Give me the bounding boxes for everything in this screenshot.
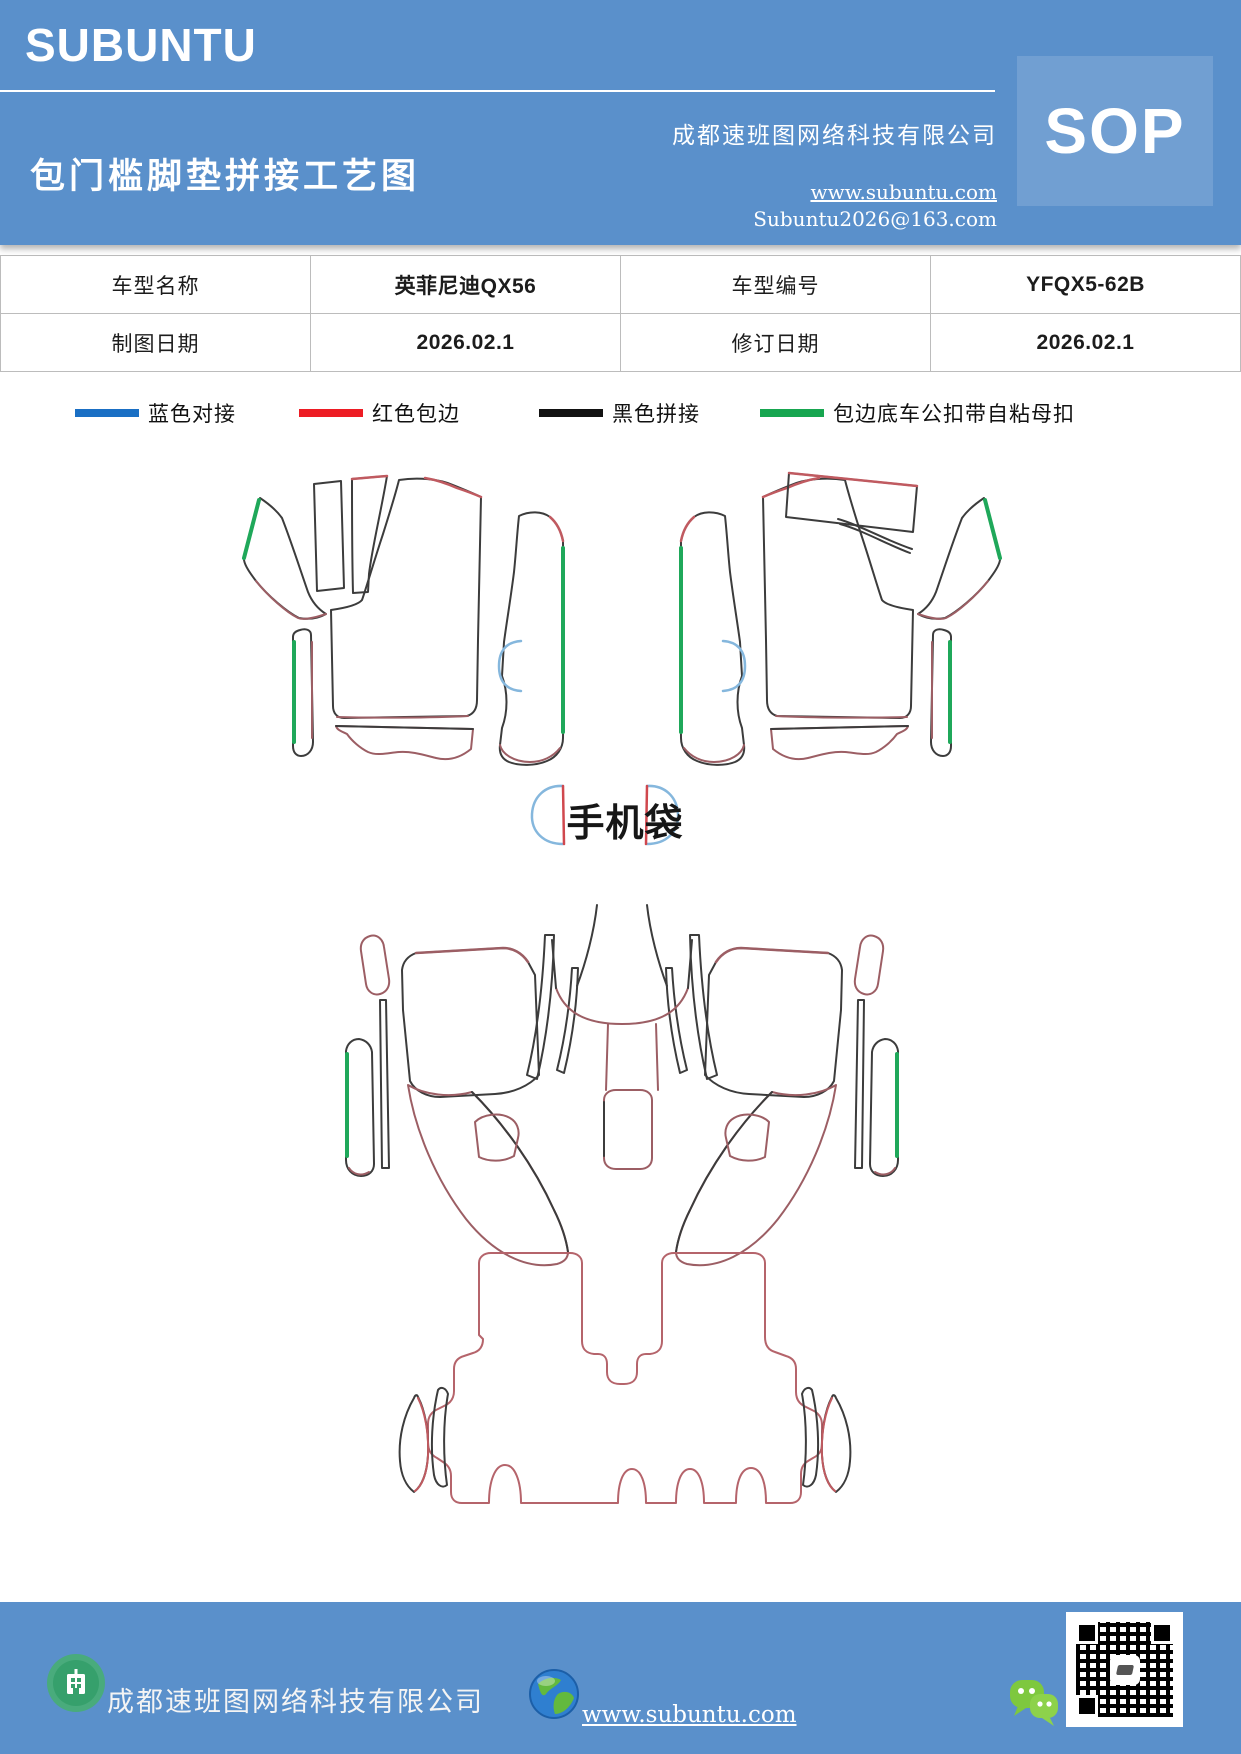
revise-date-value: 2026.02.1 (930, 313, 1241, 372)
page-title: 包门槛脚垫拼接工艺图 (30, 157, 421, 196)
trunk-mat (398, 1252, 852, 1504)
black-line-swatch (539, 409, 603, 417)
header-divider (0, 90, 995, 92)
vehicle-name-label: 车型名称 (0, 255, 311, 314)
qr-finder-top-left (1076, 1622, 1098, 1644)
blue-line-swatch (75, 409, 139, 417)
vehicle-code-label: 车型编号 (620, 255, 931, 314)
qr-center-logo (1110, 1655, 1140, 1685)
info-table: 车型名称 英菲尼迪QX56 车型编号 YFQX5-62B 制图日期 2026.0… (0, 255, 1241, 372)
vehicle-name-value: 英菲尼迪QX56 (310, 255, 621, 314)
legend-item-black: 黑色拼接 (539, 398, 700, 428)
front-left-mat (242, 474, 566, 767)
header-company-name: 成都速班图网络科技有限公司 (672, 123, 997, 148)
table-row: 制图日期 2026.02.1 修订日期 2026.02.1 (0, 313, 1241, 372)
front-right-mat (678, 471, 1002, 767)
qr-code (1066, 1612, 1183, 1727)
green-line-swatch (760, 409, 824, 417)
red-line-swatch (299, 409, 363, 417)
table-row: 车型名称 英菲尼迪QX56 车型编号 YFQX5-62B (0, 255, 1241, 314)
qr-finder-top-right (1151, 1622, 1173, 1644)
building-icon (47, 1654, 105, 1712)
draw-date-value: 2026.02.1 (310, 313, 621, 372)
legend-item-red: 红色包边 (299, 398, 460, 428)
legend: 蓝色对接 红色包边 黑色拼接 包边底车公扣带自粘母扣 (0, 398, 1241, 438)
qr-finder-bottom-left (1076, 1695, 1098, 1717)
legend-item-green: 包边底车公扣带自粘母扣 (760, 398, 1075, 428)
phone-bag-pieces (530, 784, 680, 846)
sop-badge: SOP (1017, 56, 1213, 206)
footer: 成都速班图网络科技有限公司 www.subuntu.com (0, 1602, 1241, 1754)
footer-website-link[interactable]: www.subuntu.com (582, 1702, 797, 1728)
header-website-link[interactable]: www.subuntu.com (810, 180, 997, 204)
legend-item-blue: 蓝色对接 (75, 398, 236, 428)
brand-logo: SUBUNTU (25, 19, 257, 71)
vehicle-code-value: YFQX5-62B (930, 255, 1241, 314)
rear-mat-set (344, 903, 900, 1268)
revise-date-label: 修订日期 (620, 313, 931, 372)
header-email: Subuntu2026@163.com (753, 207, 997, 231)
footer-company-name: 成都速班图网络科技有限公司 (107, 1687, 484, 1717)
header: SUBUNTU 包门槛脚垫拼接工艺图 成都速班图网络科技有限公司 www.sub… (0, 0, 1241, 245)
phone-bag-label: 手机袋 (566, 803, 684, 845)
draw-date-label: 制图日期 (0, 313, 311, 372)
wechat-icon (1010, 1680, 1058, 1726)
globe-icon (529, 1669, 579, 1719)
